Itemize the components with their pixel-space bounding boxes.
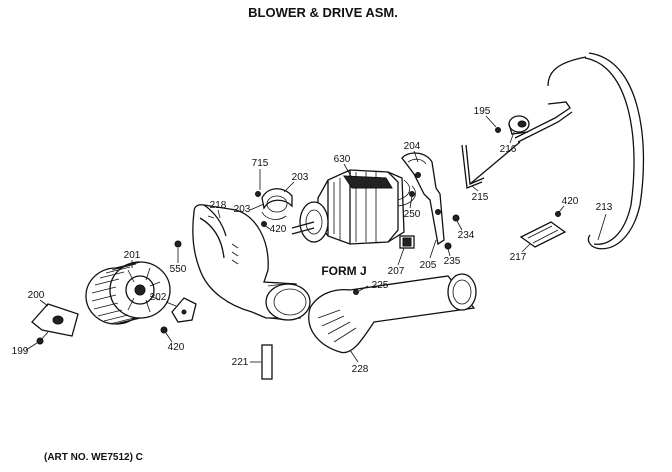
blower-housing (192, 204, 311, 321)
screws-motor (409, 191, 460, 250)
callout-420-motor: 420 (270, 224, 287, 235)
rear-support-200 (31, 303, 79, 345)
callout-550: 550 (170, 264, 187, 275)
callout-199: 199 (12, 346, 29, 357)
callout-201: 201 (124, 250, 141, 261)
callout-216: 216 (500, 144, 517, 155)
callout-205: 205 (420, 260, 437, 271)
callout-228: 228 (352, 364, 369, 375)
callout-225: 225 (372, 280, 389, 291)
callout-200: 200 (28, 290, 45, 301)
form-label: FORM J (321, 264, 366, 278)
callout-420-lower: 420 (168, 342, 185, 353)
callout-234: 234 (458, 230, 475, 241)
idler-arm (461, 101, 573, 189)
strip-221 (261, 344, 273, 380)
callouts: 630 715 203 203 420 250 204 234 235 205 … (12, 106, 613, 375)
drive-belt (547, 52, 645, 250)
art-number: (ART NO. WE7512) C (44, 452, 143, 463)
callout-207: 207 (388, 266, 405, 277)
callout-215: 215 (472, 192, 489, 203)
callout-221: 221 (232, 357, 249, 368)
callout-202: 202 (150, 292, 167, 303)
callout-204: 204 (404, 141, 421, 152)
screw-550 (174, 240, 182, 248)
callout-630: 630 (334, 154, 351, 165)
callout-250: 250 (404, 209, 421, 220)
callout-213: 213 (596, 202, 613, 213)
callout-218: 218 (210, 200, 227, 211)
callout-217: 217 (510, 252, 527, 263)
callout-420-bracket: 420 (562, 196, 579, 207)
idler-pulley (508, 115, 530, 135)
diagram-title: BLOWER & DRIVE ASM. (248, 5, 398, 20)
screw-195 (495, 127, 501, 133)
motor-clamp (255, 188, 293, 227)
callout-195: 195 (474, 106, 491, 117)
exhaust-duct (308, 273, 477, 354)
bracket-202 (160, 297, 197, 334)
callout-203-lower: 203 (234, 204, 251, 215)
callout-203-upper: 203 (292, 172, 309, 183)
bracket-217 (519, 211, 567, 248)
blower-wheel (85, 261, 171, 325)
switch-207 (399, 235, 415, 249)
callout-235: 235 (444, 256, 461, 267)
motor (291, 169, 416, 245)
motor-bracket (401, 152, 445, 246)
callout-715: 715 (252, 158, 269, 169)
